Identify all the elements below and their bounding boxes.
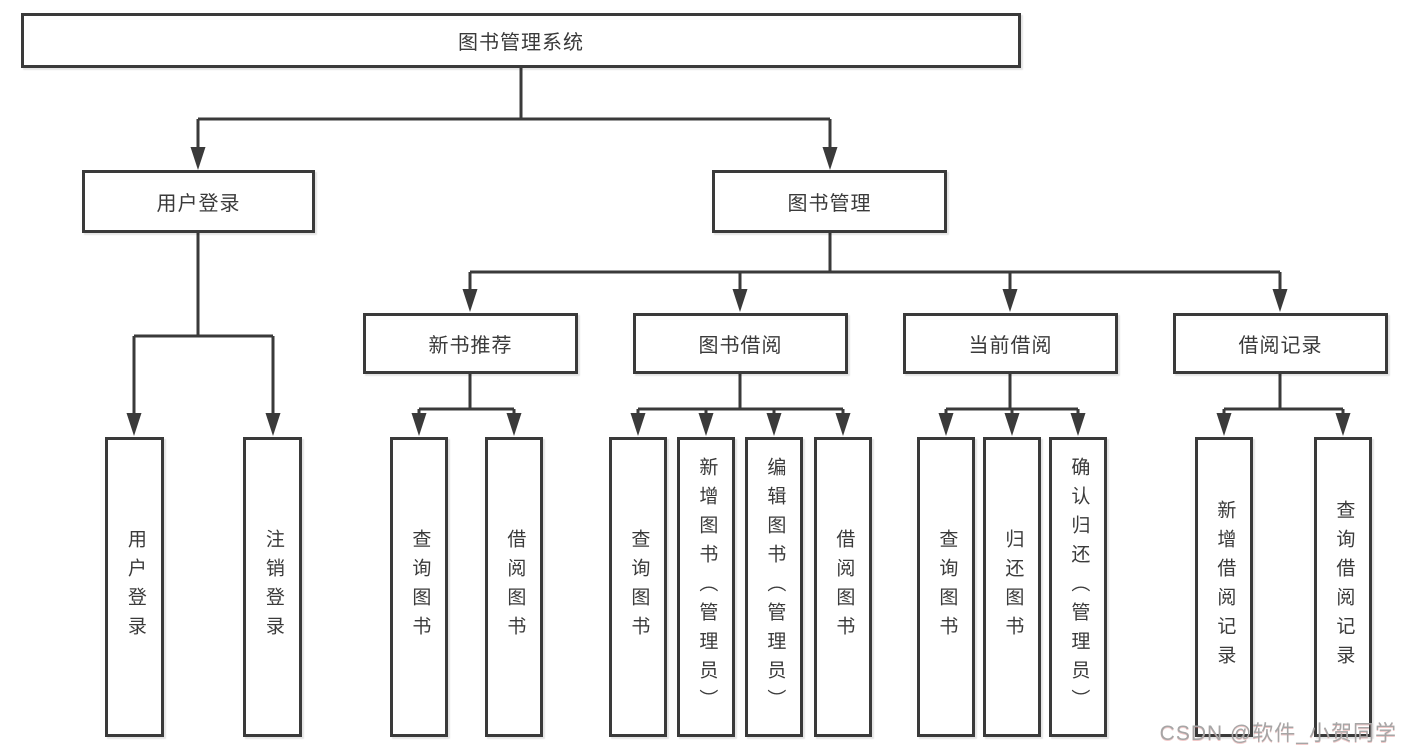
- leaf-nbr-query-books-label: 查询图书: [409, 529, 431, 645]
- leaf-cb-confirm-return-label: 确认归还（管理员）: [1068, 456, 1090, 718]
- csdn-watermark: CSDN @软件_小贺同学: [1159, 722, 1397, 745]
- connector-new-book-children: [411, 374, 522, 436]
- leaf-nbr-borrow-books: 借阅图书: [485, 437, 543, 737]
- connector-borrow-record-children: [1216, 374, 1351, 436]
- connector-current-borrow-children: [938, 374, 1086, 436]
- connector-user-login-children: [126, 233, 281, 436]
- node-root: 图书管理系统: [21, 13, 1021, 68]
- leaf-bb-borrow-books: 借阅图书: [814, 437, 872, 737]
- leaf-bb-add-books-label: 新增图书（管理员）: [696, 456, 718, 718]
- leaf-bb-borrow-books-label: 借阅图书: [833, 529, 855, 645]
- leaf-bb-add-books: 新增图书（管理员）: [677, 437, 735, 737]
- leaf-nbr-borrow-books-label: 借阅图书: [504, 529, 526, 645]
- node-book-borrow-label: 图书借阅: [698, 335, 783, 357]
- leaf-cb-return-books-label: 归还图书: [1002, 529, 1024, 645]
- leaf-cb-query-books-label: 查询图书: [936, 529, 958, 645]
- leaf-br-query-record: 查询借阅记录: [1314, 437, 1372, 737]
- node-current-borrow-label: 当前借阅: [968, 335, 1053, 357]
- node-book-mgmt-label: 图书管理: [787, 193, 872, 215]
- node-new-book-rec-label: 新书推荐: [428, 335, 513, 357]
- node-user-login: 用户登录: [82, 170, 315, 233]
- leaf-bb-query-books-label: 查询图书: [628, 529, 650, 645]
- leaf-br-add-record: 新增借阅记录: [1195, 437, 1253, 737]
- leaf-br-add-record-label: 新增借阅记录: [1214, 500, 1236, 674]
- leaf-cb-query-books: 查询图书: [917, 437, 975, 737]
- node-borrow-record: 借阅记录: [1173, 313, 1388, 374]
- node-book-mgmt: 图书管理: [712, 170, 947, 233]
- leaf-bb-query-books: 查询图书: [609, 437, 667, 737]
- leaf-bb-edit-books-label: 编辑图书（管理员）: [764, 456, 786, 718]
- leaf-cb-return-books: 归还图书: [983, 437, 1041, 737]
- node-borrow-record-label: 借阅记录: [1238, 335, 1323, 357]
- leaf-nbr-query-books: 查询图书: [390, 437, 448, 737]
- leaf-user-login-label: 用户登录: [124, 529, 146, 645]
- node-current-borrow: 当前借阅: [903, 313, 1118, 374]
- node-book-borrow: 图书借阅: [633, 313, 848, 374]
- leaf-cb-confirm-return: 确认归还（管理员）: [1049, 437, 1107, 737]
- leaf-bb-edit-books: 编辑图书（管理员）: [745, 437, 803, 737]
- node-root-label: 图书管理系统: [458, 32, 584, 54]
- node-user-login-label: 用户登录: [156, 193, 241, 215]
- leaf-user-login: 用户登录: [105, 437, 164, 737]
- leaf-logout: 注销登录: [243, 437, 302, 737]
- leaf-br-query-record-label: 查询借阅记录: [1333, 500, 1355, 674]
- connector-book-borrow-children: [630, 374, 851, 436]
- connector-root-to-level2: [190, 68, 838, 170]
- leaf-logout-label: 注销登录: [262, 529, 284, 645]
- connector-book-mgmt-children: [462, 233, 1288, 312]
- node-new-book-rec: 新书推荐: [363, 313, 578, 374]
